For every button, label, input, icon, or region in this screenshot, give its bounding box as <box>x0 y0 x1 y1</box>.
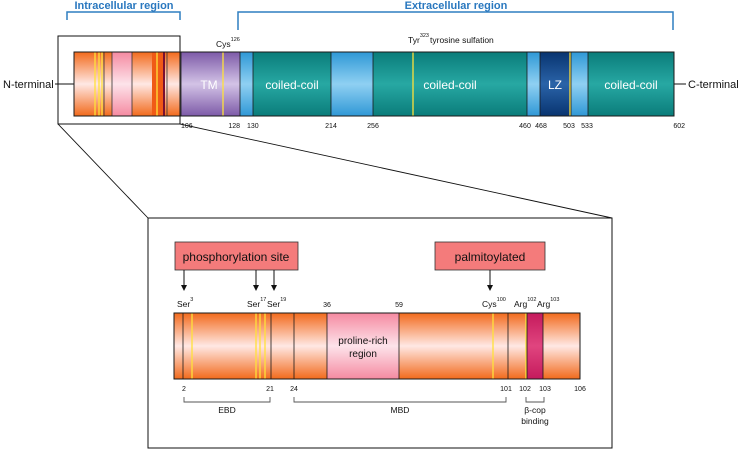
top-bar-positions: 106 128 130 214 256 460 468 503 533 602 <box>181 123 685 130</box>
palmitoylated-label: palmitoylated <box>455 250 526 264</box>
svg-text:602: 602 <box>673 123 685 130</box>
proline-rich-label-2: region <box>349 349 377 360</box>
svg-text:256: 256 <box>367 123 379 130</box>
svg-text:101: 101 <box>500 386 512 393</box>
svg-text:Ser3: Ser3 <box>177 297 193 309</box>
site-labels: Ser3 Ser17 Ser19 Cys100 Arg102 Arg103 <box>177 297 559 309</box>
linker-214-256 <box>331 52 373 116</box>
bcop-bracket <box>525 397 545 403</box>
zoom-source-box <box>57 35 181 125</box>
zoom-line-right <box>179 123 613 219</box>
tm-domain <box>181 52 240 116</box>
extracellular-region-label: Extracellular region <box>405 0 508 12</box>
ebd-label: EBD <box>218 405 235 415</box>
position-36: 36 <box>323 302 331 309</box>
position-59: 59 <box>395 302 403 309</box>
c-terminal-label: C-terminal <box>688 79 739 91</box>
svg-text:533: 533 <box>581 123 593 130</box>
cys126-annotation: Cys126 <box>216 37 240 49</box>
lz-domain <box>540 52 570 116</box>
svg-text:106: 106 <box>181 123 193 130</box>
svg-text:128: 128 <box>228 123 240 130</box>
proline-rich-label-1: proline-rich <box>338 336 387 347</box>
proline-rich-region <box>327 313 399 379</box>
intracellular-region-label: Intracellular region <box>74 0 173 12</box>
coiled-coil-3 <box>588 52 674 116</box>
coiled-coil-3-label: coiled-coil <box>604 78 657 92</box>
tyr323-annotation: Tyr323tyrosine sulfation <box>408 33 494 45</box>
svg-text:460: 460 <box>519 123 531 130</box>
cytoplasmic-darker <box>152 52 164 116</box>
coiled-coil-1 <box>253 52 331 116</box>
svg-text:102: 102 <box>519 386 531 393</box>
svg-text:130: 130 <box>247 123 259 130</box>
coiled-coil-1-label: coiled-coil <box>265 78 318 92</box>
mbd-label: MBD <box>391 405 410 415</box>
beta-cop-binding-block <box>527 313 543 379</box>
coiled-coil-2-label: coiled-coil <box>423 78 476 92</box>
svg-text:214: 214 <box>325 123 337 130</box>
mbd-bracket <box>293 397 507 403</box>
svg-text:Arg103: Arg103 <box>537 297 559 309</box>
zoom-line-left <box>57 123 149 219</box>
full-length-protein-bar: TM coiled-coil coiled-coil LZ coiled-coi… <box>73 51 675 117</box>
palmitoylated-callout <box>434 241 546 271</box>
svg-text:Ser17: Ser17 <box>247 297 266 309</box>
svg-text:Ser19: Ser19 <box>267 297 286 309</box>
coiled-coil-2 <box>373 52 527 116</box>
lz-label: LZ <box>548 78 562 92</box>
tm-label: TM <box>200 78 217 92</box>
svg-text:24: 24 <box>290 386 298 393</box>
proline-rich-mini <box>112 52 132 116</box>
phosphorylation-label: phosphorylation site <box>183 250 290 264</box>
bcop-label-2: binding <box>521 416 549 426</box>
svg-text:503: 503 <box>563 123 575 130</box>
svg-text:Arg102: Arg102 <box>514 297 536 309</box>
svg-text:468: 468 <box>535 123 547 130</box>
svg-text:Cys100: Cys100 <box>482 297 506 309</box>
detail-positions: 2 21 24 101 102 103 106 <box>182 386 586 393</box>
svg-text:106: 106 <box>574 386 586 393</box>
intracellular-bracket: Intracellular region <box>66 0 181 20</box>
ebd-bracket <box>183 397 271 403</box>
bcop-label-1: β-cop <box>524 405 546 415</box>
intracellular-detail-bar: proline-rich region <box>173 312 581 380</box>
phosphorylation-callout <box>174 241 299 271</box>
n-terminal-label: N-terminal <box>3 79 54 91</box>
svg-text:21: 21 <box>266 386 274 393</box>
extracellular-bracket: Extracellular region <box>237 0 674 30</box>
svg-text:103: 103 <box>539 386 551 393</box>
svg-text:2: 2 <box>182 386 186 393</box>
